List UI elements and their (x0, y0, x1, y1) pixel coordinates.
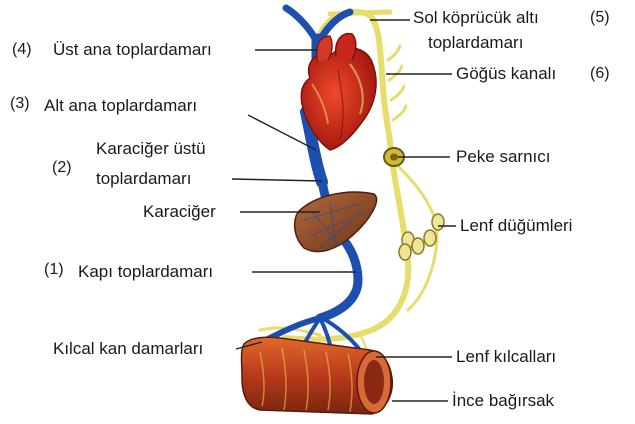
lymph-node (424, 230, 436, 246)
liver (295, 192, 377, 252)
label-karaciger-ustu-line2: toplardamarı (96, 169, 191, 189)
brachiocephalic-left (286, 8, 316, 40)
label-peke-sarnici: Peke sarnıcı (456, 147, 551, 167)
leader-karaciger-ustu (232, 179, 322, 181)
number-2: (2) (52, 158, 72, 178)
label-alt-ana-toplardamari: Alt ana toplardamarı (44, 96, 197, 116)
small-intestine (242, 337, 393, 414)
label-sol-kopru-line1: Sol köprücük altı (413, 8, 539, 28)
lymph-branch (388, 46, 400, 60)
label-gogus-kanali: Göğüs kanalı (456, 64, 556, 84)
label-karaciger: Karaciğer (143, 202, 216, 222)
number-3: (3) (10, 94, 30, 114)
lymph-node (432, 214, 444, 230)
label-ince-bagirsak: İnce bağırsak (452, 391, 554, 411)
number-4: (4) (12, 40, 32, 60)
label-kilcal-kan-damarlari: Kılcal kan damarları (53, 339, 203, 359)
number-6: (6) (590, 64, 610, 84)
lymph-node (412, 238, 424, 254)
label-lenf-dugumleri: Lenf düğümleri (460, 216, 572, 236)
label-sol-kopru-line2: toplardamarı (428, 33, 523, 53)
lymph-node (399, 244, 411, 260)
label-ust-ana-toplardamari: Üst ana toplardamarı (53, 40, 212, 60)
number-1: (1) (44, 260, 64, 280)
number-5: (5) (590, 8, 610, 28)
label-lenf-kilcallari: Lenf kılcalları (456, 347, 556, 367)
lymph-branch (393, 106, 406, 120)
label-kapi-toplardamari: Kapı toplardamarı (78, 262, 213, 282)
lymph-branch (389, 66, 402, 80)
label-karaciger-ustu-line1: Karaciğer üstü (96, 139, 206, 159)
lymph-branch (391, 86, 404, 100)
